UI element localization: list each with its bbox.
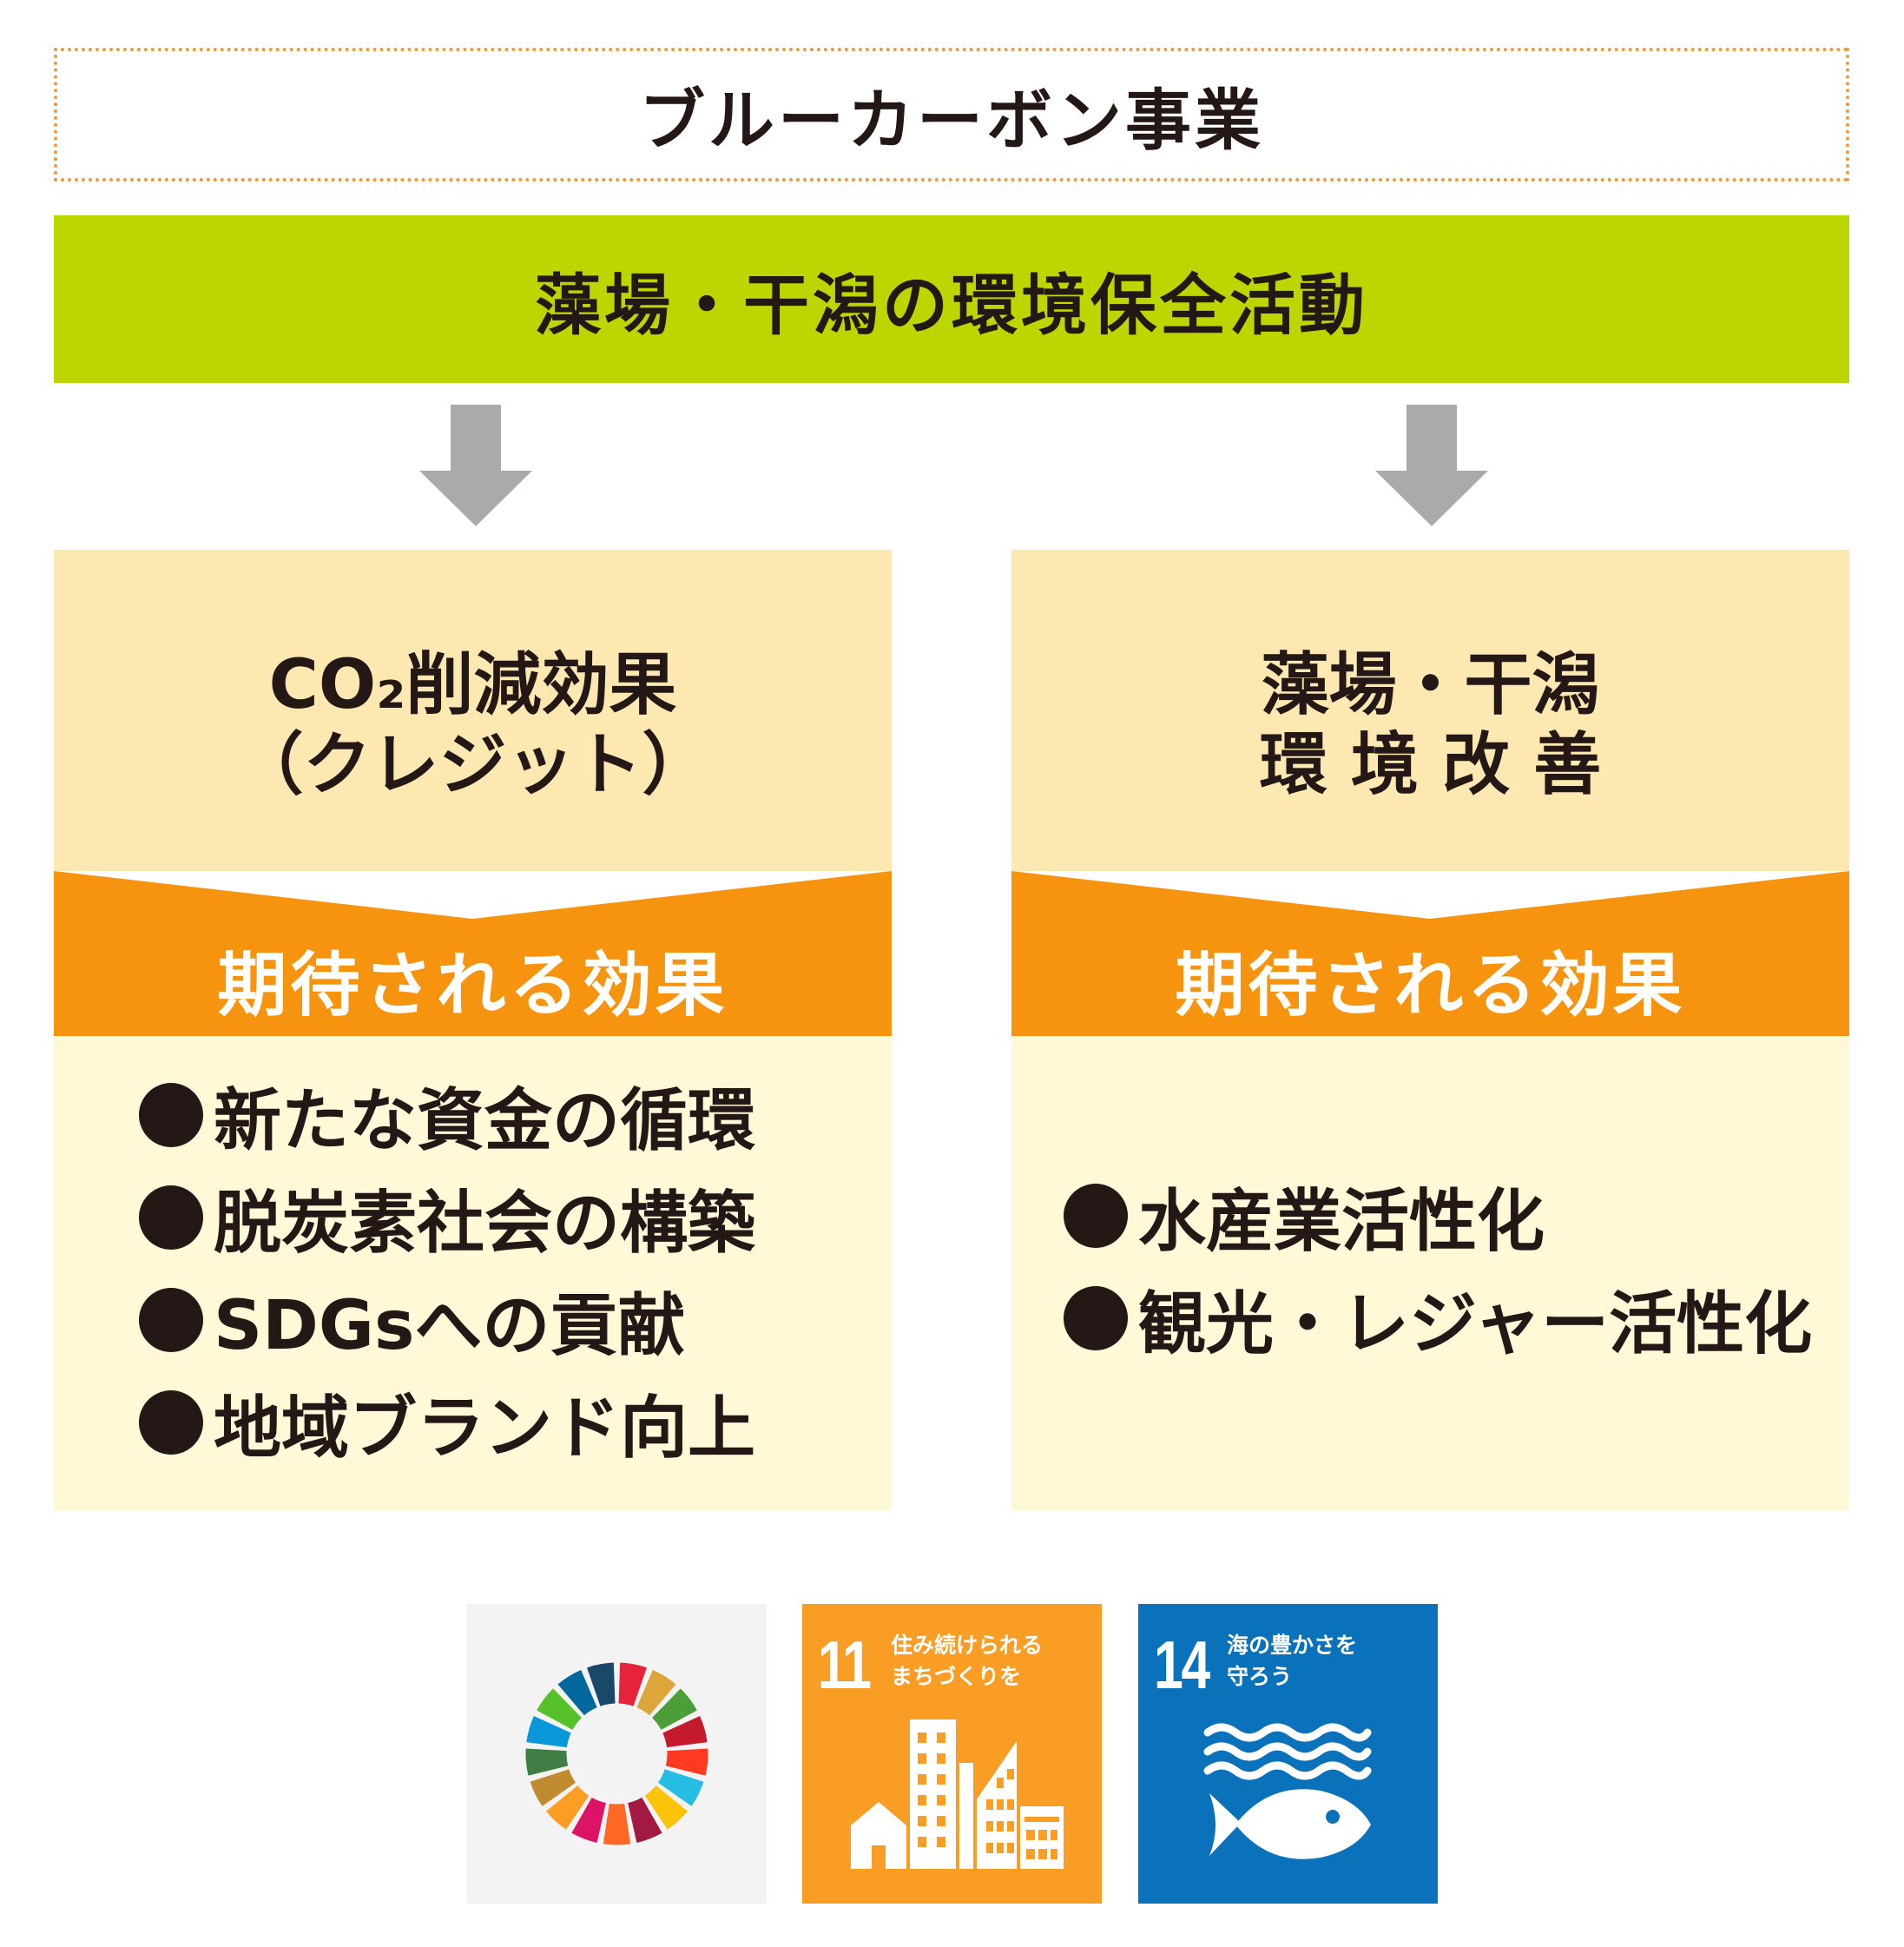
fish-waves-icon [1203,1723,1372,1859]
effects-label: 期待される効果 [1175,945,1686,1026]
wheel-segment [662,1716,708,1748]
bullet-icon [139,1390,203,1455]
sdg-title: 住み続けられる まちづくりを [891,1633,1044,1689]
down-arrow-icon [1375,405,1488,526]
bullet-icon [139,1185,203,1250]
wheel-segment [644,1785,688,1830]
wheel-segment [587,1662,616,1706]
wheel-segment [628,1797,662,1843]
wheel-segment [652,1688,697,1730]
city-icon [851,1719,1064,1869]
heading-line: CO₂削減効果 [268,646,677,724]
effects-band-shape [54,871,892,1036]
heading-line: 環 境 改 善 [1259,726,1602,804]
wheel-segment [665,1748,708,1776]
effects-band: 期待される効果 [54,871,892,1036]
wheel-segment [525,1748,569,1776]
title-box: ブルーカーボン事業 [54,48,1849,182]
wheel-segment [545,1785,590,1830]
effects-list-area: 水産業活性化 観光・レジャー活性化 [1011,1036,1849,1510]
list-item: 脱炭素社会の構築 [139,1166,755,1269]
list-item: 地域ブランド向上 [139,1371,755,1474]
wheel-segment [537,1688,582,1730]
sdg-number: 14 [1154,1627,1210,1703]
sdg-14-tile: 14 海の豊かさを 守ろう [1138,1604,1438,1904]
wheel-segment [571,1797,606,1843]
effects-list-area: 新たな資金の循環 脱炭素社会の構築 SDGsへの貢献 地域ブランド向上 [54,1036,892,1510]
bullet-icon [139,1288,203,1352]
effects-band: 期待される効果 [1011,871,1849,1036]
list-item: SDGsへの貢献 [139,1269,755,1371]
column-heading: 藻場・干潟 環 境 改 善 [1011,550,1849,871]
heading-line: 藻場・干潟 [1261,646,1600,724]
activity-text: 藻場・干潟の環境保全活動 [535,266,1368,344]
effects-band-shape [1011,871,1849,1036]
sdg-wheel-icon [525,1662,708,1845]
down-arrow-icon [419,405,532,526]
sdg-title: 海の豊かさを 守ろう [1227,1633,1358,1689]
effects-list: 水産業活性化 観光・レジャー活性化 [1064,1165,1812,1370]
sdg-11-tile: 11 住み続けられる まちづくりを [802,1604,1102,1904]
heading-line: （クレジット） [235,726,710,804]
wheel-segment [557,1669,597,1716]
sdg-wheel-tile [467,1604,767,1904]
column-heading: CO₂削減効果 （クレジット） [54,550,892,871]
effects-list: 新たな資金の循環 脱炭素社会の構築 SDGsへの貢献 地域ブランド向上 [139,1064,755,1474]
environment-column: 藻場・干潟 環 境 改 善 期待される効果 水産業活性化 観光・レジャー活性化 [1011,550,1849,1510]
sdg-number: 11 [818,1627,872,1703]
list-item: 新たな資金の循環 [139,1064,755,1166]
bullet-icon [139,1083,203,1147]
credit-column: CO₂削減効果 （クレジット） 期待される効果 新たな資金の循環 脱炭素社会の構… [54,550,892,1510]
wheel-segment [603,1803,631,1845]
wheel-segment [618,1662,647,1706]
list-item: 水産業活性化 [1064,1165,1812,1267]
wheel-segment [636,1669,676,1716]
bullet-icon [1064,1286,1128,1350]
effects-label: 期待される効果 [217,945,728,1026]
wheel-segment [657,1769,704,1806]
list-item: 観光・レジャー活性化 [1064,1267,1812,1370]
title-text: ブルーカーボン事業 [639,82,1264,159]
wheel-segment [530,1769,576,1806]
wheel-segment [526,1716,571,1748]
bullet-icon [1064,1184,1128,1248]
activity-banner: 藻場・干潟の環境保全活動 [54,215,1849,383]
